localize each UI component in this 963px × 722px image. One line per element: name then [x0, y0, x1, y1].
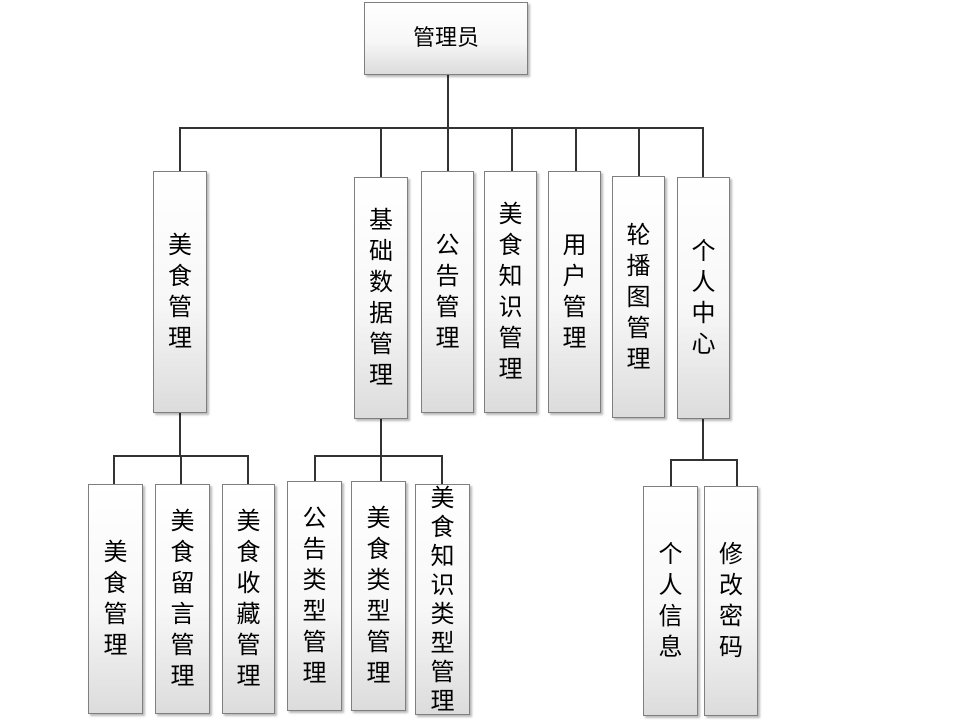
node-food-knowledge-type-management: 美食知识类型管理 — [415, 484, 470, 715]
node-label: 美食类型管理 — [366, 504, 391, 687]
node-notice-management: 公告管理 — [421, 171, 474, 413]
node-label: 美食收藏管理 — [236, 507, 261, 690]
node-admin: 管理员 — [364, 2, 528, 75]
node-label: 管理员 — [412, 26, 479, 51]
node-change-password: 修改密码 — [704, 486, 758, 716]
node-label: 个人中心 — [691, 237, 716, 358]
node-label: 美食知识管理 — [498, 200, 523, 383]
node-carousel-management: 轮播图管理 — [612, 176, 665, 418]
node-user-management: 用户管理 — [548, 171, 601, 413]
node-food-comment-management: 美食留言管理 — [155, 484, 210, 714]
node-food-management-sub: 美食管理 — [88, 484, 143, 714]
node-personal-info: 个人信息 — [643, 486, 698, 716]
node-label: 公告类型管理 — [302, 504, 327, 687]
node-label: 基础数据管理 — [368, 206, 393, 389]
node-food-management: 美食管理 — [153, 171, 207, 413]
node-personal-center: 个人中心 — [677, 177, 730, 419]
node-label: 修改密码 — [718, 540, 743, 661]
node-label: 轮播图管理 — [626, 220, 651, 373]
node-base-data-management: 基础数据管理 — [354, 177, 408, 419]
node-notice-type-management: 公告类型管理 — [287, 481, 342, 711]
node-label: 美食知识类型管理 — [430, 483, 455, 715]
node-food-favorite-management: 美食收藏管理 — [222, 484, 275, 714]
node-label: 美食管理 — [167, 231, 192, 352]
node-label: 个人信息 — [658, 540, 683, 661]
node-food-type-management: 美食类型管理 — [351, 481, 406, 711]
node-food-knowledge-management: 美食知识管理 — [484, 171, 537, 413]
node-label: 美食管理 — [103, 538, 128, 659]
node-label: 公告管理 — [435, 231, 460, 352]
node-label: 美食留言管理 — [170, 507, 195, 690]
node-label: 用户管理 — [562, 231, 587, 352]
